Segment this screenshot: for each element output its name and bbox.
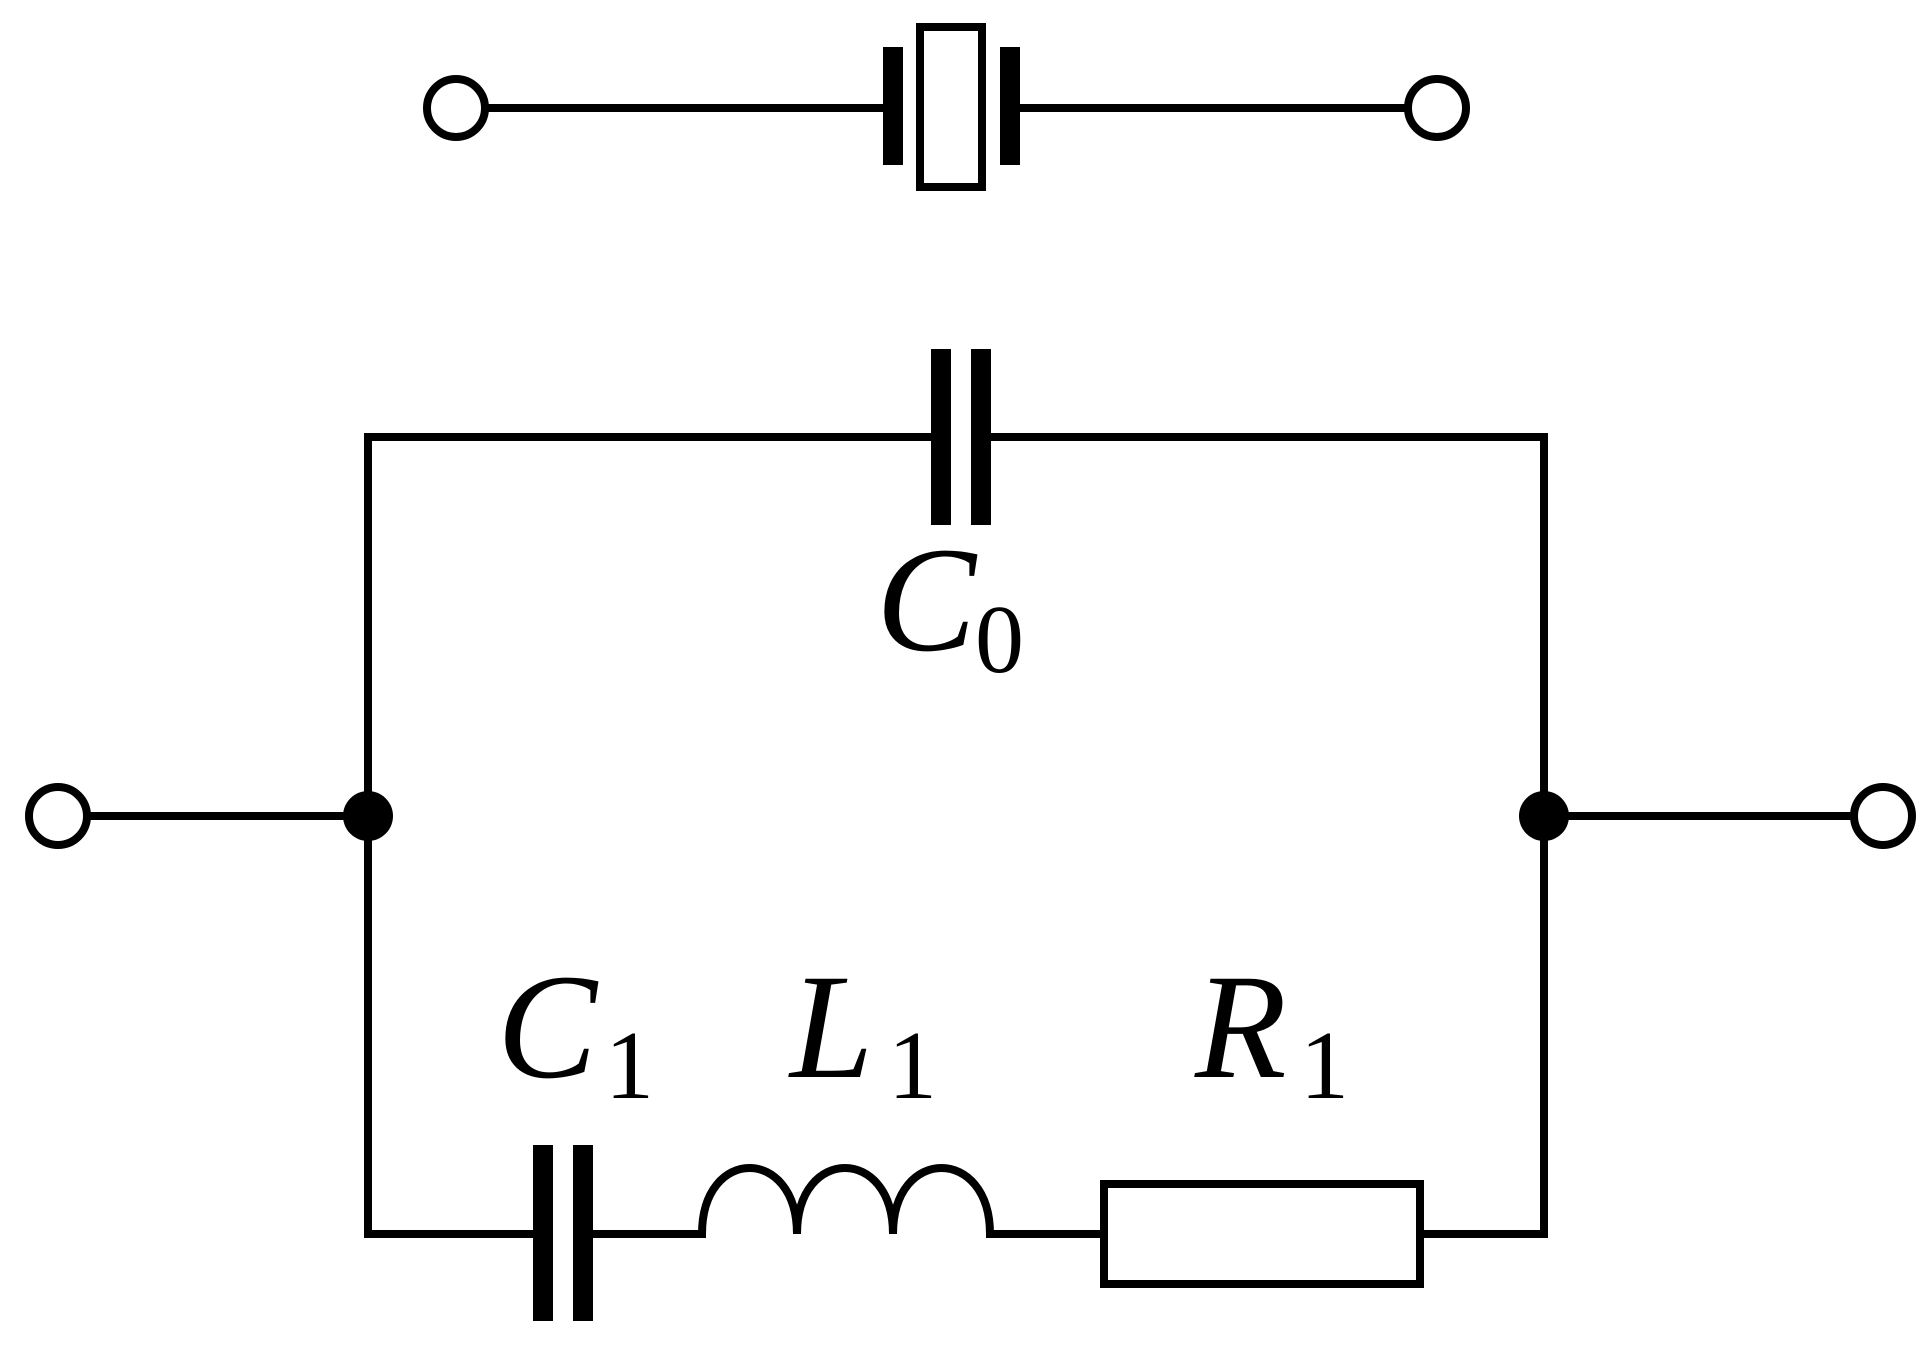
top-branch-right-wire <box>977 433 1548 820</box>
crystal-left-terminal-icon <box>423 75 489 141</box>
label-r1-subscript: 1 <box>1300 1012 1349 1120</box>
c0-right-plate <box>971 349 991 525</box>
label-c0-subscript: 0 <box>975 586 1024 694</box>
label-c1-subscript: 1 <box>605 1012 654 1120</box>
svg-text:0: 0 <box>975 586 1024 694</box>
label-c0: C 0 <box>876 517 1024 694</box>
c0-left-plate <box>931 349 951 525</box>
bottom-branch-right-wire <box>1416 812 1548 1238</box>
crystal-symbol <box>423 23 1470 191</box>
capacitor-c1-icon <box>533 1145 593 1321</box>
crystal-right-electrode <box>1000 47 1020 165</box>
output-terminal-icon <box>1850 783 1916 849</box>
svg-text:L: L <box>788 944 873 1110</box>
svg-text:1: 1 <box>888 1012 937 1120</box>
label-l1-symbol: L <box>788 944 873 1110</box>
label-r1-symbol: R <box>1194 944 1287 1110</box>
inductor-l1-icon <box>697 1164 995 1239</box>
svg-text:1: 1 <box>605 1012 654 1120</box>
svg-text:C: C <box>876 517 978 683</box>
label-l1: L 1 <box>788 944 937 1120</box>
svg-text:1: 1 <box>1300 1012 1349 1120</box>
svg-text:C: C <box>497 944 599 1110</box>
input-terminal-icon <box>25 783 91 849</box>
label-l1-subscript: 1 <box>888 1012 937 1120</box>
equivalent-circuit <box>25 349 1916 1321</box>
crystal-body-icon <box>916 23 986 191</box>
resistor-r1-icon <box>1100 1180 1424 1288</box>
label-r1: R 1 <box>1194 944 1349 1120</box>
c1-right-plate <box>573 1145 593 1321</box>
label-c0-symbol: C <box>876 517 978 683</box>
label-c1: C 1 <box>497 944 654 1120</box>
crystal-left-electrode <box>883 47 903 165</box>
bottom-branch-left-wire <box>364 812 547 1238</box>
c1-left-plate <box>533 1145 553 1321</box>
label-c1-symbol: C <box>497 944 599 1110</box>
capacitor-c0-icon <box>931 349 991 525</box>
svg-text:R: R <box>1194 944 1287 1110</box>
top-branch-left-wire <box>364 433 945 820</box>
crystal-right-terminal-icon <box>1404 75 1470 141</box>
